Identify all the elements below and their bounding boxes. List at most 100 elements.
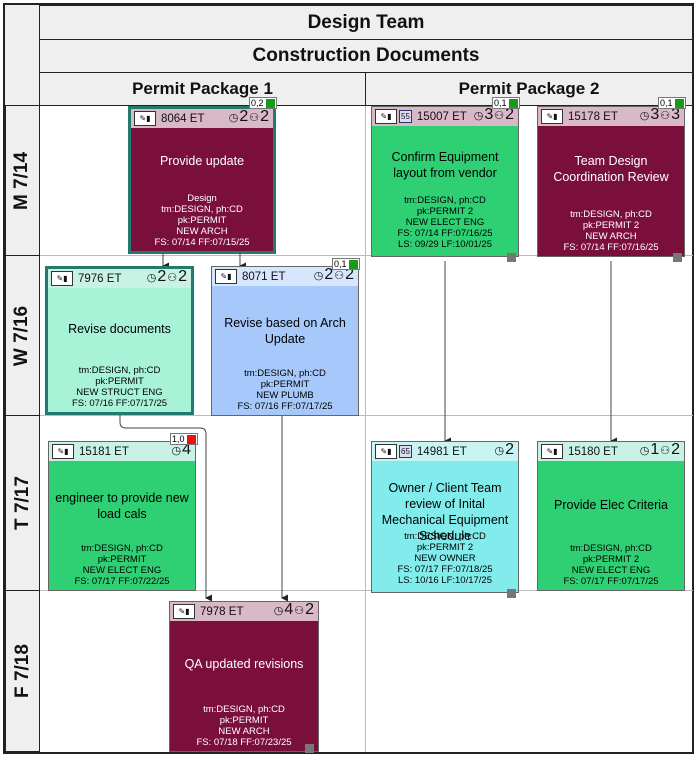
counts: ◷3⚇2 [473,106,514,123]
person-icon: ⚇ [294,604,305,617]
edit-icon[interactable]: ✎▮ [375,444,397,459]
card-header: ✎▮ 8071 ET ◷2⚇2 [212,266,358,286]
task-title: Team Design Coordination Review [553,154,669,184]
resize-handle[interactable] [507,253,516,262]
connector-7976-7978 [119,414,212,602]
task-meta: tm:DESIGN, ph:CD pk:PERMIT NEW PLUMB FS:… [237,368,333,412]
edit-icon[interactable]: ✎▮ [134,111,156,126]
board-frame [3,3,694,754]
edit-icon[interactable]: ✎▮ [541,444,563,459]
grid-line-h3 [40,590,693,591]
count-1: 2 [239,108,249,125]
card-header: ✎▮ 7976 ET ◷2⚇2 [48,268,191,288]
clock-icon: ◷ [171,444,182,457]
task-title: Confirm Equipment layout from vendor [391,150,499,180]
clock-icon: ◷ [473,109,484,122]
task-card-8071[interactable]: ✎▮ 8071 ET ◷2⚇2 Revise based on Arch Upd… [211,266,359,416]
person-icon: ⚇ [334,269,345,282]
team-title: Design Team [307,11,425,33]
clock-icon: ◷ [494,444,505,457]
row-label-wed: W 7/16 [5,255,40,416]
progress-flag-15178: 0,1 [658,97,686,109]
counts: ◷4 [171,441,191,458]
task-card-14981[interactable]: ✎▮ 65 14981 ET ◷2 Owner / Client Team re… [371,441,519,598]
task-meta: tm:DESIGN, ph:CD pk:PERMIT NEW ELECT ENG… [74,543,170,587]
counts: ◷4⚇2 [273,601,314,618]
edit-icon[interactable]: ✎▮ [541,109,563,124]
card-header: ✎▮ 7978 ET ◷4⚇2 [170,601,318,621]
task-meta: tm:DESIGN, ph:CD pk:PERMIT NEW ARCH FS: … [196,704,292,748]
task-id: 8071 ET [242,270,286,283]
row-label-mon: M 7/14 [5,105,40,256]
package-title-2: Permit Package 2 [458,79,600,98]
clock-icon: ◷ [146,271,157,284]
counts: ◷3⚇3 [639,106,680,123]
edit-icon[interactable]: ✎▮ [215,269,237,284]
task-card-7978[interactable]: ✎▮ 7978 ET ◷4⚇2 QA updated revisions tm:… [169,601,319,753]
task-id: 15007 ET [416,110,467,123]
resize-handle[interactable] [507,589,516,598]
task-id: 7978 ET [200,605,244,618]
task-card-15178[interactable]: ✎▮ 15178 ET ◷3⚇3 Team Design Coordinatio… [537,106,685,262]
task-title: Provide Elec Criteria [554,498,668,512]
task-id: 15178 ET [568,110,618,123]
task-title: QA updated revisions [184,657,304,671]
edit-icon[interactable]: ✎▮ [51,271,73,286]
clock-icon: ◷ [228,111,239,124]
grid-line-h2 [40,415,693,416]
progress-flag-15181: 1,0 [170,433,198,445]
task-title: engineer to provide new load cals [55,491,189,521]
counts: ◷2 [494,441,514,458]
package-header-2: Permit Package 2 [365,72,693,106]
counts: ◷1⚇2 [639,441,680,458]
resize-handle[interactable] [673,253,682,262]
grid-line-v [365,106,366,752]
resize-handle[interactable] [305,744,314,753]
task-id: 14981 ET [416,445,467,458]
task-title: Revise documents [68,322,171,336]
person-icon: ⚇ [660,109,671,122]
card-header: ✎▮ 55 15007 ET ◷3⚇2 [372,106,518,126]
edit-icon[interactable]: ✎▮ [52,444,74,459]
task-meta: tm:DESIGN, ph:CD pk:PERMIT 2 NEW ELECT E… [563,543,659,587]
task-id: 15180 ET [568,445,618,458]
link-badge[interactable]: 55 [399,110,412,123]
counts: ◷2⚇2 [313,266,354,283]
task-meta: tm:DESIGN, ph:CD pk:PERMIT NEW STRUCT EN… [71,365,168,409]
phase-title: Construction Documents [252,45,480,66]
clock-icon: ◷ [273,604,284,617]
task-id: 8064 ET [161,112,205,125]
task-card-15180[interactable]: ✎▮ 15180 ET ◷1⚇2 Provide Elec Criteria t… [537,441,685,591]
task-title: Revise based on Arch Update [224,316,346,346]
person-icon: ⚇ [249,111,260,124]
task-meta: tm:DESIGN, ph:CD pk:PERMIT 2 NEW OWNER F… [397,531,493,586]
task-meta: Design tm:DESIGN, ph:CD pk:PERMIT NEW AR… [154,193,250,248]
task-meta: tm:DESIGN, ph:CD pk:PERMIT 2 NEW ELECT E… [397,195,493,250]
card-header: ✎▮ 65 14981 ET ◷2 [372,441,518,461]
link-badge[interactable]: 65 [399,445,412,458]
card-header: ✎▮ 15180 ET ◷1⚇2 [538,441,684,461]
task-card-15181[interactable]: ✎▮ 15181 ET ◷4 engineer to provide new l… [48,441,196,591]
clock-icon: ◷ [639,109,650,122]
package-header-1: Permit Package 1 [39,72,366,106]
task-card-7976[interactable]: ✎▮ 7976 ET ◷2⚇2 Revise documents tm:DESI… [45,266,194,415]
person-icon: ⚇ [167,271,178,284]
task-title: Provide update [159,154,245,168]
progress-flag-8064: 0,2 [249,97,277,109]
person-icon: ⚇ [494,109,505,122]
task-meta: tm:DESIGN, ph:CD pk:PERMIT 2 NEW ARCH FS… [563,209,659,253]
task-card-15007[interactable]: ✎▮ 55 15007 ET ◷3⚇2 Confirm Equipment la… [371,106,519,262]
edit-icon[interactable]: ✎▮ [173,604,195,619]
package-title-1: Permit Package 1 [132,79,273,98]
person-icon: ⚇ [660,444,671,457]
edit-icon[interactable]: ✎▮ [375,109,397,124]
card-header: ✎▮ 15178 ET ◷3⚇3 [538,106,684,126]
task-id: 7976 ET [78,272,122,285]
card-header: ✎▮ 8064 ET ◷2⚇2 [131,108,273,128]
counts: ◷2⚇2 [146,268,187,285]
task-id: 15181 ET [79,445,129,458]
grid-line-h1 [40,255,693,256]
task-title: Owner / Client Team review of Inital Mec… [381,481,509,543]
task-card-8064[interactable]: ✎▮ 8064 ET ◷2⚇2 Provide update Design tm… [128,106,276,254]
